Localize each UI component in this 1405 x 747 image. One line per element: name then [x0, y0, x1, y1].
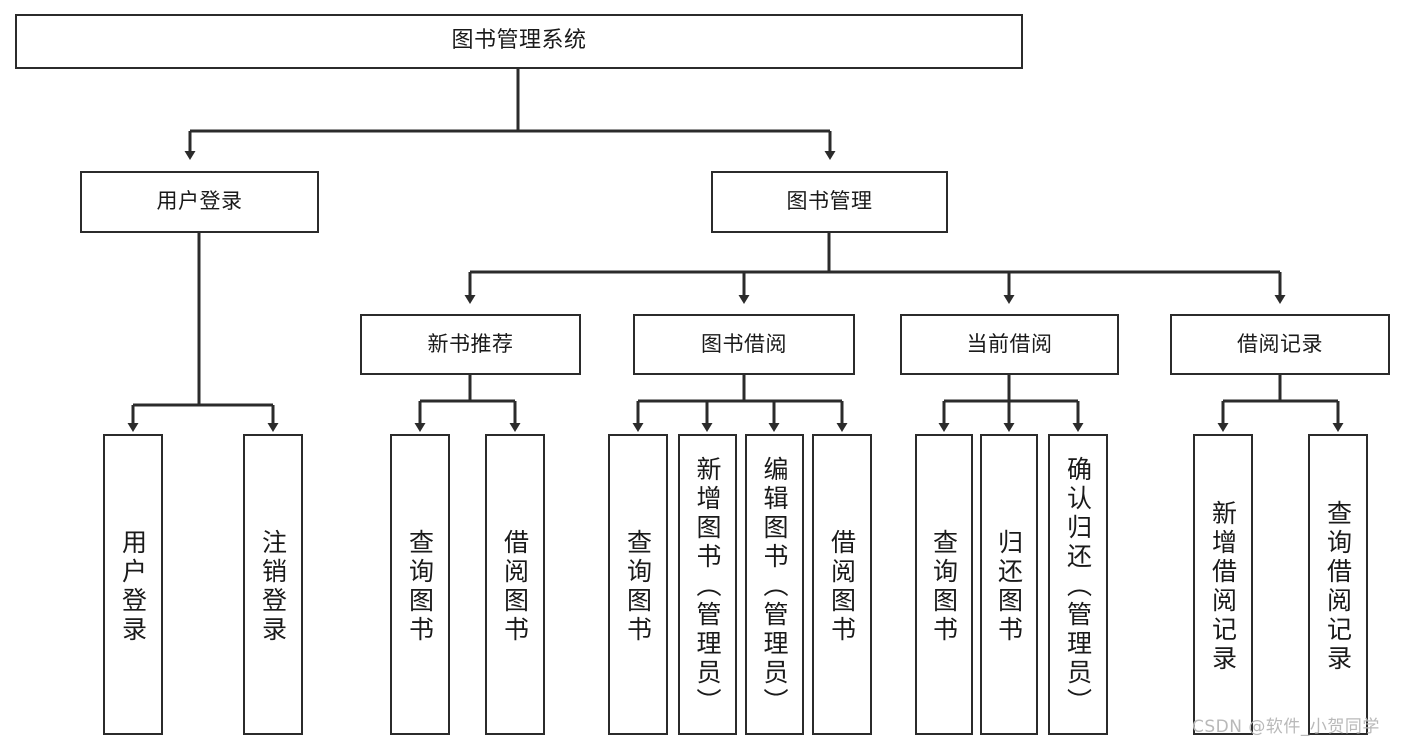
node-label: 查询图书 [405, 528, 435, 645]
leaf-current-confirm-return-admin[interactable]: 确认归还（管理员） [1048, 434, 1108, 735]
node-label: 新增图书（管理员） [693, 456, 722, 717]
node-book-management[interactable]: 图书管理 [711, 171, 948, 233]
leaf-borrow-edit-book-admin[interactable]: 编辑图书（管理员） [745, 434, 804, 735]
node-label: 注销登录 [258, 528, 288, 645]
node-label: 借阅记录 [1237, 331, 1323, 356]
leaf-record-add-borrow-record[interactable]: 新增借阅记录 [1193, 434, 1253, 735]
leaf-borrow-add-book-admin[interactable]: 新增图书（管理员） [678, 434, 737, 735]
node-label: 查询图书 [623, 528, 653, 645]
leaf-record-query-borrow-record[interactable]: 查询借阅记录 [1308, 434, 1368, 735]
node-label: 图书管理 [786, 189, 873, 214]
leaf-borrow-query-books[interactable]: 查询图书 [608, 434, 668, 735]
node-label: 查询借阅记录 [1323, 499, 1353, 674]
node-current-borrowing[interactable]: 当前借阅 [900, 314, 1119, 375]
leaf-borrow-borrow-books[interactable]: 借阅图书 [812, 434, 872, 735]
node-label: 用户登录 [118, 528, 148, 645]
node-borrowing-record[interactable]: 借阅记录 [1170, 314, 1390, 375]
node-root-book-management-system[interactable]: 图书管理系统 [15, 14, 1023, 69]
node-label: 新书推荐 [427, 331, 514, 356]
node-label: 归还图书 [994, 528, 1024, 645]
node-book-borrowing[interactable]: 图书借阅 [633, 314, 855, 375]
node-label: 借阅图书 [827, 528, 857, 645]
leaf-new-book-borrow-books[interactable]: 借阅图书 [485, 434, 545, 735]
node-label: 确认归还（管理员） [1063, 456, 1093, 717]
leaf-user-login-signin[interactable]: 用户登录 [103, 434, 163, 735]
node-label: 当前借阅 [966, 331, 1053, 356]
node-label: 图书管理系统 [451, 28, 587, 54]
leaf-current-query-books[interactable]: 查询图书 [915, 434, 973, 735]
node-user-login[interactable]: 用户登录 [80, 171, 319, 233]
node-label: 查询图书 [929, 528, 959, 645]
node-new-book-recommendation[interactable]: 新书推荐 [360, 314, 581, 375]
leaf-current-return-books[interactable]: 归还图书 [980, 434, 1038, 735]
node-label: 用户登录 [156, 189, 243, 214]
leaf-user-login-signout[interactable]: 注销登录 [243, 434, 303, 735]
node-label: 新增借阅记录 [1208, 499, 1238, 674]
leaf-new-book-query-books[interactable]: 查询图书 [390, 434, 450, 735]
node-label: 编辑图书（管理员） [760, 456, 789, 717]
node-label: 借阅图书 [500, 528, 530, 645]
node-label: 图书借阅 [701, 331, 787, 356]
